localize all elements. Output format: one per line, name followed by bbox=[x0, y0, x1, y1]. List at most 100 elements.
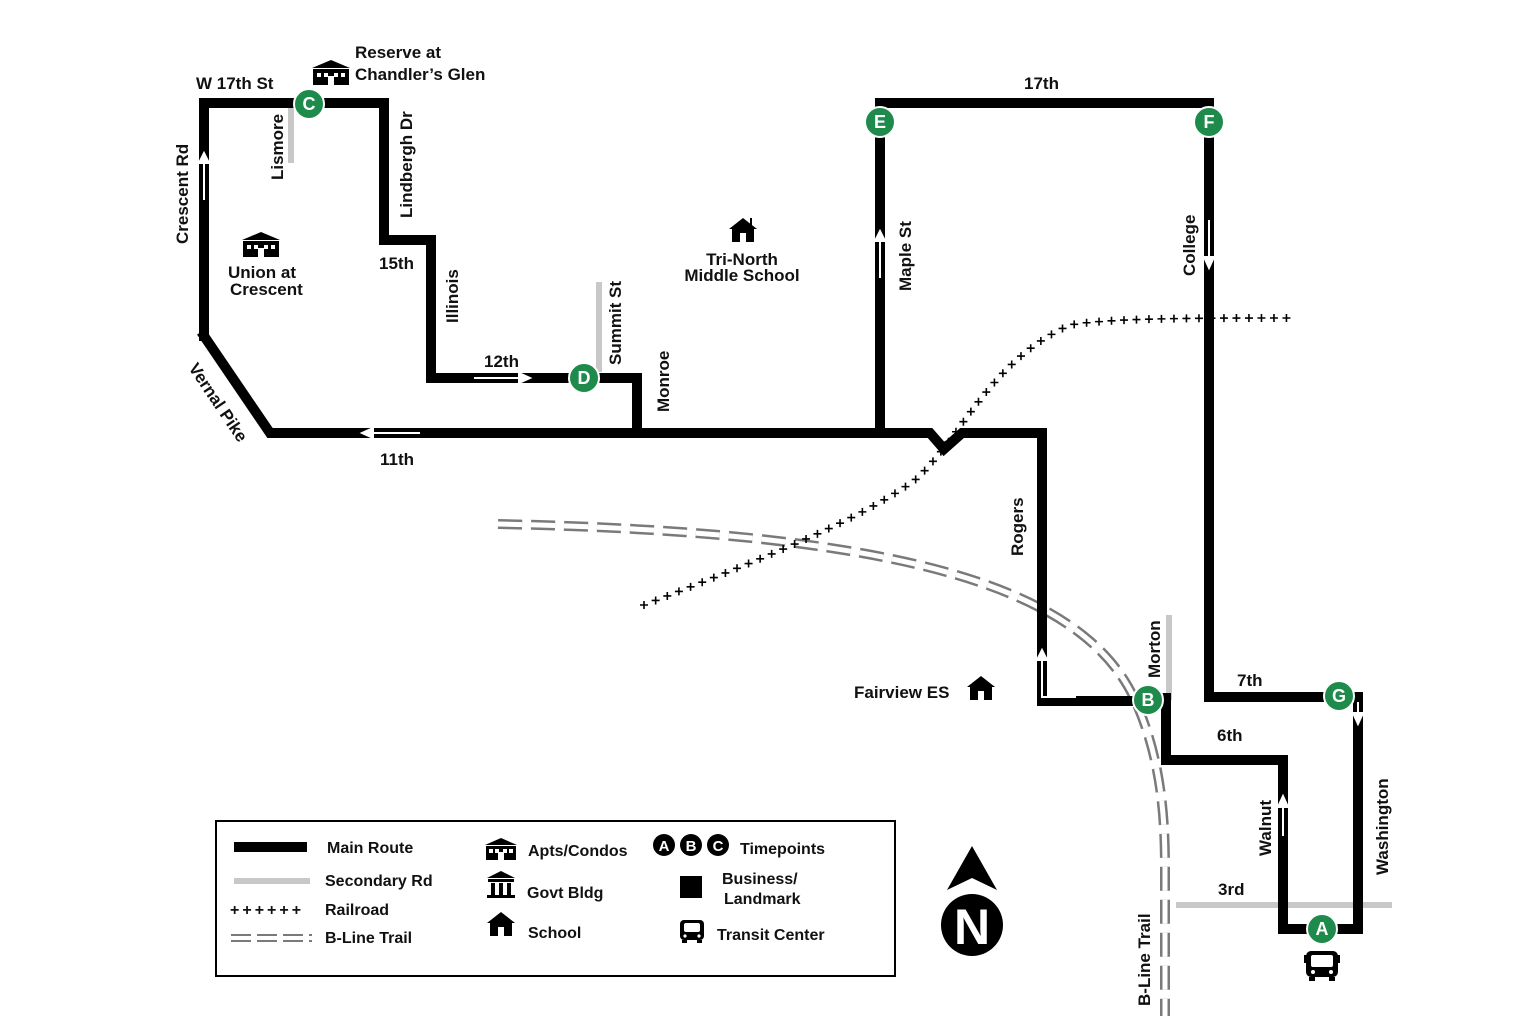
railroad-cross bbox=[928, 457, 937, 466]
railroad-cross bbox=[686, 582, 695, 591]
svg-text:A: A bbox=[1316, 919, 1329, 939]
street-label-17th: 17th bbox=[1024, 74, 1059, 93]
legend-secondary-rd: Secondary Rd bbox=[325, 873, 433, 890]
svg-text:B: B bbox=[1142, 690, 1155, 710]
railroad-cross bbox=[858, 507, 867, 516]
north-label: N bbox=[954, 899, 990, 955]
railroad-cross bbox=[990, 378, 999, 387]
timepoint-d: D bbox=[568, 362, 600, 394]
railroad-cross bbox=[1082, 318, 1091, 327]
place-label-reserve-2: Chandler’s Glen bbox=[355, 65, 485, 84]
street-label-11th: 11th bbox=[380, 450, 414, 469]
arrow-college-south bbox=[1202, 220, 1216, 271]
route-west-loop bbox=[199, 98, 642, 438]
apts-icon-union bbox=[242, 232, 280, 257]
railroad-cross bbox=[1132, 315, 1141, 324]
bus-icon-transit-center bbox=[1304, 951, 1340, 981]
railroad-cross bbox=[847, 513, 856, 522]
railroad-cross bbox=[651, 596, 660, 605]
railroad-cross bbox=[813, 529, 822, 538]
railroad-cross bbox=[698, 578, 707, 587]
street-label-7th: 7th bbox=[1237, 671, 1263, 690]
railroad-cross bbox=[1244, 314, 1253, 323]
railroad-cross bbox=[721, 568, 730, 577]
railroad-cross bbox=[1095, 317, 1104, 326]
street-label-crescent-rd: Crescent Rd bbox=[173, 144, 192, 244]
legend-bus-icon bbox=[680, 920, 704, 943]
svg-text:F: F bbox=[1204, 112, 1215, 132]
railroad-cross bbox=[709, 573, 718, 582]
legend-govt-icon bbox=[487, 871, 515, 898]
railroad-cross bbox=[1119, 316, 1128, 325]
railroad-cross bbox=[1219, 314, 1228, 323]
railroad-cross bbox=[1070, 320, 1079, 329]
railroad-cross bbox=[790, 540, 799, 549]
legend-apts: Apts/Condos bbox=[528, 843, 628, 860]
legend-main-route: Main Route bbox=[327, 840, 413, 857]
place-label-fairview: Fairview ES bbox=[854, 683, 949, 702]
railroad-cross bbox=[1257, 314, 1266, 323]
arrow-crescent-north bbox=[197, 150, 211, 200]
railroad-cross bbox=[901, 482, 910, 491]
railroad-cross bbox=[974, 397, 983, 406]
timepoint-c: C bbox=[293, 88, 325, 120]
railroad-cross bbox=[767, 549, 776, 558]
street-label-w17th: W 17th St bbox=[196, 74, 274, 93]
svg-text:B: B bbox=[686, 838, 697, 855]
legend-railroad-symbol: ++++++ bbox=[230, 902, 304, 919]
place-label-trinorth-2: Middle School bbox=[684, 266, 799, 285]
railroad-cross bbox=[1144, 315, 1153, 324]
legend: Main Route Secondary Rd ++++++ Railroad … bbox=[215, 820, 896, 977]
svg-text:C: C bbox=[303, 94, 316, 114]
north-arrow: N bbox=[941, 846, 1003, 956]
street-label-vernal: Vernal Pike bbox=[185, 360, 251, 446]
legend-business-swatch bbox=[680, 876, 702, 898]
railroad-cross bbox=[982, 388, 991, 397]
timepoint-f: F bbox=[1193, 106, 1225, 138]
railroad-cross bbox=[1269, 314, 1278, 323]
railroad-cross bbox=[911, 475, 920, 484]
apts-icon-reserve bbox=[312, 60, 350, 85]
street-label-walnut: Walnut bbox=[1256, 800, 1275, 856]
railroad-cross bbox=[880, 495, 889, 504]
railroad-cross bbox=[1036, 336, 1045, 345]
street-label-3rd: 3rd bbox=[1218, 880, 1244, 899]
railroad-cross bbox=[1107, 316, 1116, 325]
railroad-cross bbox=[836, 519, 845, 528]
railroad-cross bbox=[966, 407, 975, 416]
arrow-maple-north bbox=[873, 228, 887, 278]
railroad-cross bbox=[1182, 314, 1191, 323]
railroad-cross bbox=[920, 466, 929, 475]
railroad-cross bbox=[1282, 314, 1291, 323]
legend-govt: Govt Bldg bbox=[527, 885, 603, 902]
legend-business-1: Business/ bbox=[722, 871, 798, 888]
timepoints: A B C D E F G bbox=[293, 88, 1355, 945]
railroad-cross bbox=[1047, 330, 1056, 339]
street-label-illinois: Illinois bbox=[443, 269, 462, 323]
route-maple-17th-college bbox=[875, 98, 1363, 934]
bline-trail bbox=[497, 519, 1170, 1016]
railroad-cross bbox=[640, 601, 648, 609]
school-icon-trinorth bbox=[729, 218, 757, 242]
street-label-lismore: Lismore bbox=[268, 114, 287, 180]
railroad-cross bbox=[1016, 352, 1025, 361]
street-label-maple: Maple St bbox=[896, 221, 915, 291]
street-label-15th: 15th bbox=[379, 254, 414, 273]
secondary-roads bbox=[288, 107, 1392, 908]
arrow-12th-east bbox=[474, 371, 533, 385]
legend-railroad: Railroad bbox=[325, 902, 389, 919]
timepoint-g: G bbox=[1323, 680, 1355, 712]
railroad-cross bbox=[1169, 314, 1178, 323]
railroad-cross bbox=[779, 545, 788, 554]
railroad-cross bbox=[1157, 314, 1166, 323]
street-label-morton: Morton bbox=[1145, 620, 1164, 678]
svg-text:C: C bbox=[713, 838, 724, 855]
timepoint-a: A bbox=[1306, 913, 1338, 945]
railroad-cross bbox=[1026, 344, 1035, 353]
railroad-cross bbox=[674, 587, 683, 596]
railroad-cross bbox=[663, 591, 672, 600]
railroad-cross bbox=[756, 554, 765, 563]
legend-timepoint-c: C bbox=[707, 834, 729, 856]
railroad-cross bbox=[959, 417, 968, 426]
